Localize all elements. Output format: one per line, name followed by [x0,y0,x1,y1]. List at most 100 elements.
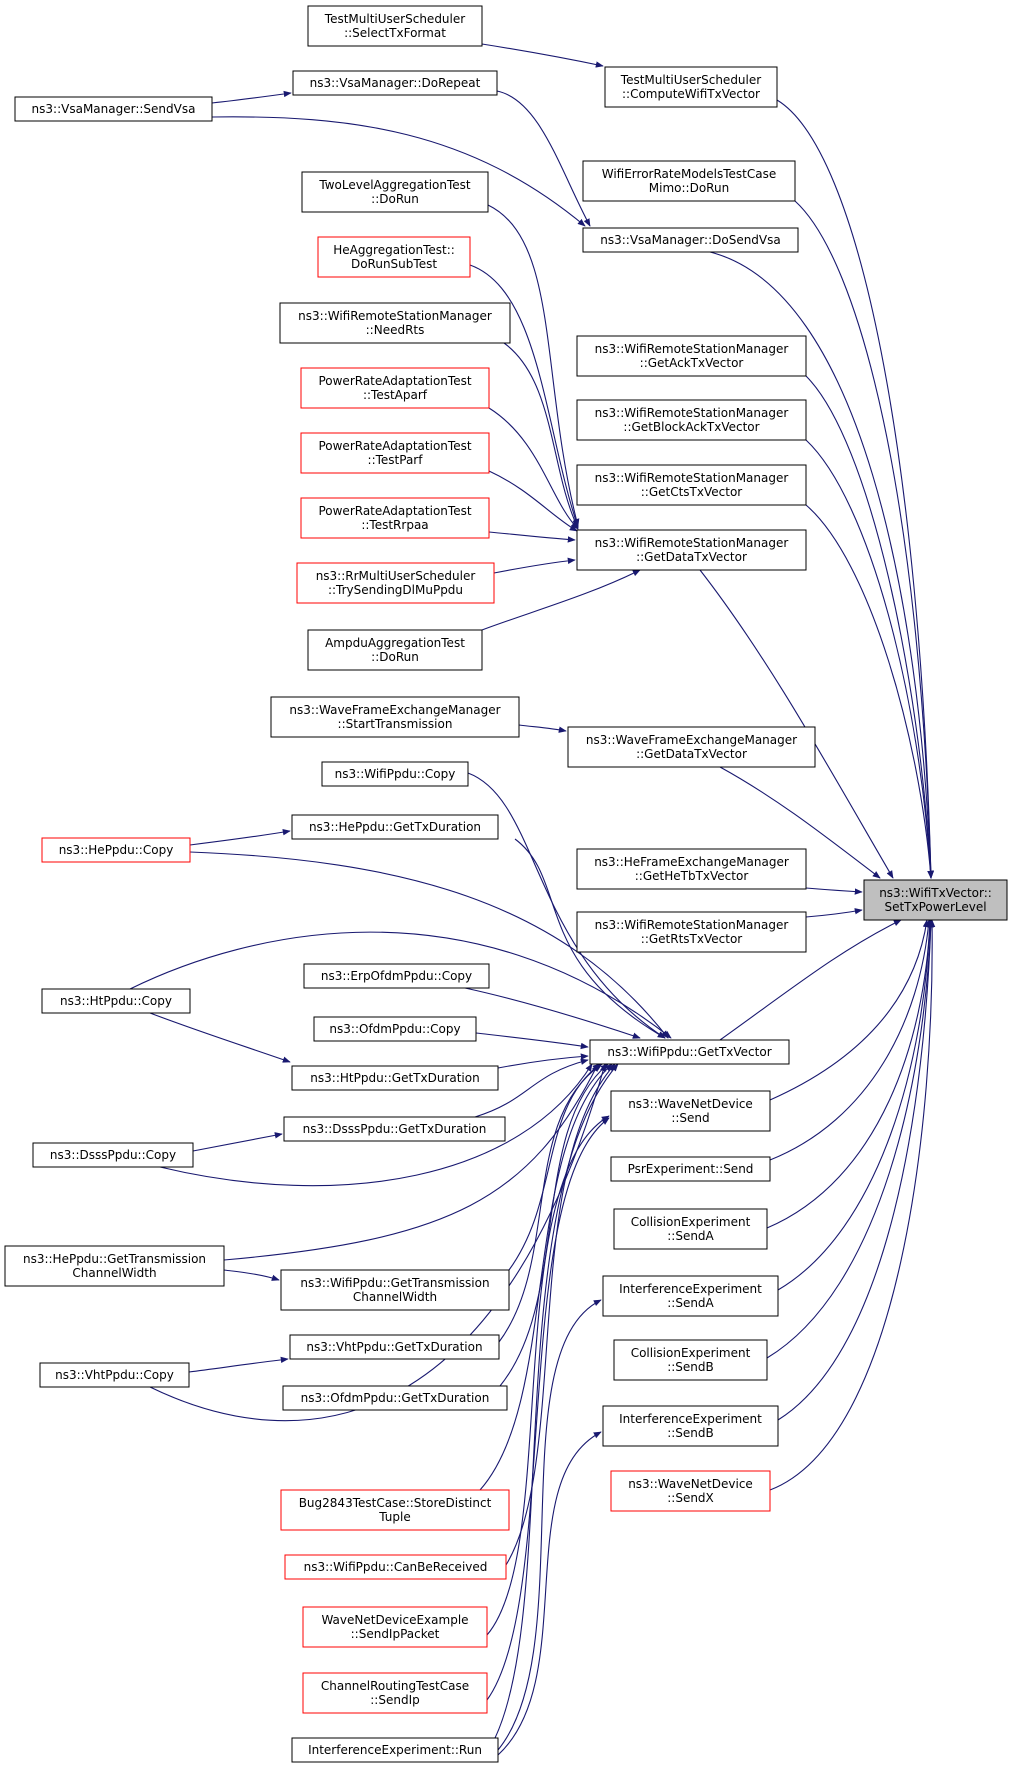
node-he-gtd[interactable]: ns3::HePpdu::GetTxDuration [291,814,499,840]
edge-ie-senda--target [777,919,933,1291]
node-t-cwtv[interactable]: TestMultiUserScheduler::ComputeWifiTxVec… [604,66,778,108]
node-label-line: ns3::VhtPpdu::Copy [55,1368,174,1382]
node-box [576,848,807,890]
edge-vsa-dosend--target [709,251,934,879]
node-tla[interactable]: TwoLevelAggregationTest::DoRun [301,171,489,213]
node-ampdu[interactable]: AmpduAggregationTest::DoRun [307,629,483,671]
node-box [863,879,1008,921]
node-wfem-data[interactable]: ns3::WaveFrameExchangeManager::GetDataTx… [567,726,816,768]
edge-he-gtcw--wp-gtv [223,1063,599,1261]
node-box [4,1245,225,1287]
node-t-stf[interactable]: TestMultiUserScheduler::SelectTxFormat [307,5,483,47]
node-label-line: CollisionExperiment [631,1215,751,1229]
node-psr-send[interactable]: PsrExperiment::Send [610,1156,771,1182]
node-vsa-rep[interactable]: ns3::VsaManager::DoRepeat [292,70,498,96]
node-erp-copy[interactable]: ns3::ErpOfdmPpdu::Copy [303,963,490,989]
node-vsa-dosend[interactable]: ns3::VsaManager::DoSendVsa [582,227,799,253]
edge-vsa-send--vsa-dosend [211,116,586,227]
node-box [604,66,778,108]
edge-wfem-data--target [719,766,881,879]
node-label-line: ::TestAparf [363,388,428,402]
edge-wp-copy--wp-gtv [467,772,666,1039]
edge-wnd-sendx--target [769,919,936,1491]
node-label-line: WaveNetDeviceExample [321,1613,468,1627]
edge-vht-gtd--wp-gtv [498,1063,603,1343]
node-wp-gtcw[interactable]: ns3::WifiPpdu::GetTransmissionChannelWid… [280,1269,510,1311]
edge-wrsm-data--target [699,569,894,879]
node-box [567,726,816,768]
node-canrecv[interactable]: ns3::WifiPpdu::CanBeReceived [284,1554,507,1580]
node-ofdm-gtd[interactable]: ns3::OfdmPpdu::GetTxDuration [282,1385,508,1411]
node-aparf[interactable]: PowerRateAdaptationTest::TestAparf [300,367,490,409]
edge-t-stf--t-cwtv [481,43,604,68]
node-rrmus[interactable]: ns3::RrMultiUserScheduler::TrySendingDlM… [296,562,495,604]
node-label-line: PsrExperiment::Send [628,1162,754,1176]
node-wp-copy[interactable]: ns3::WifiPpdu::Copy [321,761,469,787]
node-ack[interactable]: ns3::WifiRemoteStationManager::GetAckTxV… [576,335,807,377]
edge-ie-run--wp-gtv [494,1063,619,1739]
node-ce-senda[interactable]: CollisionExperiment::SendA [613,1208,768,1250]
node-box [300,432,490,474]
node-back[interactable]: ns3::WifiRemoteStationManager::GetBlockA… [576,399,807,441]
node-hefem[interactable]: ns3::HeFrameExchangeManager::GetHeTbTxVe… [576,848,807,890]
node-rts[interactable]: ns3::WifiRemoteStationManager::GetRtsTxV… [576,911,807,953]
node-ie-sendb[interactable]: InterferenceExperiment::SendB [602,1405,779,1447]
node-ht-copy[interactable]: ns3::HtPpdu::Copy [41,988,191,1014]
node-box [610,1090,771,1132]
node-label-line: ns3::VhtPpdu::GetTxDuration [306,1340,482,1354]
edge-vsa-send--vsa-rep [211,90,292,104]
node-wfem-st[interactable]: ns3::WaveFrameExchangeManager::StartTran… [270,696,520,738]
node-he-copy[interactable]: ns3::HePpdu::Copy [41,837,191,863]
node-target[interactable]: ns3::WifiTxVector::SetTxPowerLevel [863,879,1008,921]
node-label-line: CollisionExperiment [631,1346,751,1360]
node-heagg[interactable]: HeAggregationTest::DoRunSubTest [317,236,471,278]
node-box [270,696,520,738]
node-ie-senda[interactable]: InterferenceExperiment::SendA [602,1275,779,1317]
node-label-line: ns3::WifiRemoteStationManager [595,471,789,485]
node-wnd-sendx[interactable]: ns3::WaveNetDevice::SendX [610,1470,771,1512]
node-vsa-send[interactable]: ns3::VsaManager::SendVsa [14,96,213,122]
node-ht-gtd[interactable]: ns3::HtPpdu::GetTxDuration [291,1065,499,1091]
node-box [284,1554,507,1580]
node-dsss-copy[interactable]: ns3::DsssPpdu::Copy [32,1142,194,1168]
node-box [613,1339,768,1381]
node-label-line: ns3::HeFrameExchangeManager [594,855,789,869]
node-dsss-gtd[interactable]: ns3::DsssPpdu::GetTxDuration [283,1116,506,1142]
node-label-line: ns3::HtPpdu::Copy [60,994,172,1008]
node-label-line: ::GetBlockAckTxVector [623,420,759,434]
node-label-line: ::SelectTxFormat [344,26,446,40]
node-wnd-send[interactable]: ns3::WaveNetDevice::Send [610,1090,771,1132]
node-box [317,236,471,278]
node-ce-sendb[interactable]: CollisionExperiment::SendB [613,1339,768,1381]
node-box [280,1269,510,1311]
edge-erp-copy--wp-gtv [464,987,641,1039]
edge-wfem-st--wfem-data [518,724,567,733]
edge-cts--target [805,504,934,879]
node-cts[interactable]: ns3::WifiRemoteStationManager::GetCtsTxV… [576,464,807,506]
node-ofdm-copy[interactable]: ns3::OfdmPpdu::Copy [313,1016,477,1042]
node-crtc[interactable]: ChannelRoutingTestCase::SendIp [302,1672,488,1714]
node-box [613,1208,768,1250]
node-ie-run[interactable]: InterferenceExperiment::Run [291,1737,499,1763]
node-needrts[interactable]: ns3::WifiRemoteStationManager::NeedRts [279,302,511,344]
node-vht-copy[interactable]: ns3::VhtPpdu::Copy [39,1362,190,1388]
edge-ht-copy--wp-gtv [129,931,672,1039]
node-label-line: ::DoRun [371,650,419,664]
node-label-line: ns3::WifiRemoteStationManager [595,536,789,550]
node-label-line: ::GetHeTbTxVector [635,869,749,883]
node-label-line: ns3::VsaManager::DoRepeat [310,76,481,90]
node-wnde[interactable]: WaveNetDeviceExample::SendIpPacket [302,1606,488,1648]
edge-dsss-copy--wp-gtv [159,1063,593,1187]
edge-hefem--target [805,887,863,895]
node-wp-gtv[interactable]: ns3::WifiPpdu::GetTxVector [589,1039,790,1065]
edge-psr-send--target [769,919,932,1161]
node-parf[interactable]: PowerRateAdaptationTest::TestParf [300,432,490,474]
node-rrpaa[interactable]: PowerRateAdaptationTest::TestRrpaa [300,497,490,539]
node-vht-gtd[interactable]: ns3::VhtPpdu::GetTxDuration [289,1334,500,1360]
node-wrsm-data[interactable]: ns3::WifiRemoteStationManager::GetDataTx… [576,529,807,571]
edge-ack--target [805,375,934,879]
